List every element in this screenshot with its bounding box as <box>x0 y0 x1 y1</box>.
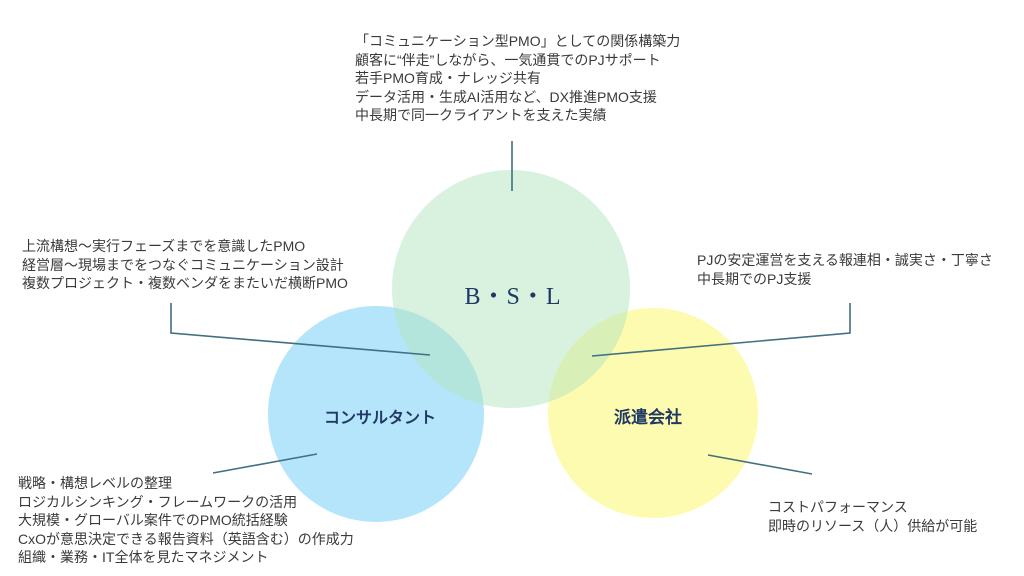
annotation-line: 即時のリソース（人）供給が可能 <box>768 517 978 534</box>
annotation-bsl-dispatch-overlap: PJの安定運営を支える報連相・誠実さ・丁寧さ 中長期でのPJ支援 <box>697 251 993 288</box>
annotation-bsl-consultant-overlap: 上流構想～実行フェーズまでを意識したPMO 経営層～現場までをつなぐコミュニケー… <box>22 237 348 293</box>
connector-right-overlap <box>591 303 851 357</box>
circle-label-consultant: コンサルタント <box>323 410 436 427</box>
circle-bsl <box>392 170 630 408</box>
annotation-consultant-traits: 戦略・構想レベルの整理 ロジカルシンキング・フレームワークの活用 大規模・グロー… <box>18 474 354 567</box>
annotation-line: 若手PMO育成・ナレッジ共有 <box>355 70 541 86</box>
annotation-line: コストパフォーマンス <box>768 499 908 515</box>
annotation-line: 戦略・構想レベルの整理 <box>18 475 172 491</box>
annotation-line: PJの安定運営を支える報連相・誠実さ・丁寧さ <box>697 252 993 268</box>
connector-bottom-left <box>212 453 318 474</box>
connector-left-overlap <box>170 303 431 356</box>
annotation-line: 中長期で同一クライアントを支えた実績 <box>355 107 607 123</box>
annotation-line: 上流構想～実行フェーズまでを意識したPMO <box>22 238 306 254</box>
annotation-line: 顧客に“伴走”しながら、一気通貫でのPJサポート <box>355 51 661 68</box>
annotation-line: データ活用・生成AI活用など、DX推進PMO支援 <box>355 88 657 105</box>
annotation-line: 大規模・グローバル案件でのPMO統括経験 <box>18 512 288 528</box>
annotation-line: 複数プロジェクト・複数ベンダをまたいだ横断PMO <box>22 275 348 291</box>
annotation-line: 中長期でのPJ支援 <box>697 270 812 287</box>
circle-label-bsl: B・S・L <box>464 284 562 310</box>
annotation-line: CxOが意思決定できる報告資料（英語含む）の作成力 <box>18 530 354 547</box>
annotation-dispatch-traits: コストパフォーマンス 即時のリソース（人）供給が可能 <box>768 498 977 535</box>
annotation-line: 「コミュニケーション型PMO」としての関係構築力 <box>355 33 681 49</box>
annotation-line: 経営層～現場までをつなぐコミュニケーション設計 <box>22 256 344 273</box>
circle-label-dispatch-company: 派遣会社 <box>614 408 682 427</box>
annotation-line: ロジカルシンキング・フレームワークの活用 <box>18 493 298 510</box>
annotation-bsl-strengths: 「コミュニケーション型PMO」としての関係構築力 顧客に“伴走”しながら、一気通… <box>355 32 680 125</box>
connector-bottom-right <box>707 454 813 475</box>
annotation-line: 組織・業務・IT全体を見たマネジメント <box>18 549 269 565</box>
